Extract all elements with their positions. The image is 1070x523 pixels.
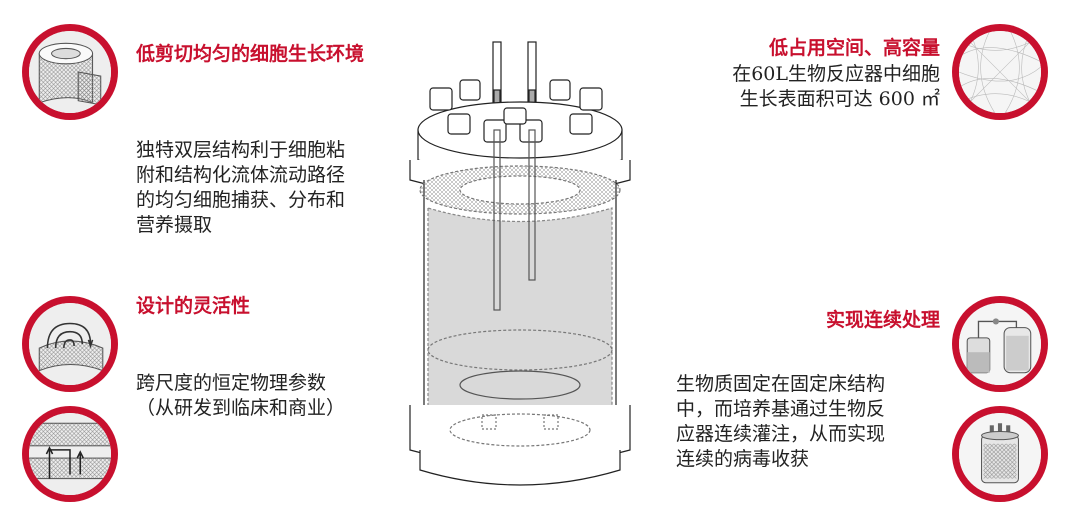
desc-line: 跨尺度的恒定物理参数 [136,372,327,394]
desc-line: 营养摄取 [136,214,213,236]
cross-section-disc [22,406,118,502]
desc-line: 生物质固定在固定床结构 [676,373,886,395]
fiber-texture-icon [959,31,1041,113]
mesh-roll-icon [29,31,111,113]
bioreactor-diagram [409,41,631,486]
feature-title-continuous: 实现连续处理 [825,309,940,331]
cross-section-icon [29,413,111,495]
desc-line: 中，而培养基通过生物反 [676,398,886,420]
desc-line: 连续的病毒收获 [676,448,810,470]
feature-title-shear: 低剪切均匀的细胞生长环境 [136,43,365,65]
fiber-texture-disc [952,24,1048,120]
feature-desc-space: 在60L生物反应器中细胞 生长表面积可达 600 ㎡ [660,62,940,112]
desc-line: 的均匀细胞捕获、分布和 [136,189,346,211]
fixed-bed-icon [959,413,1041,495]
flow-spiral-icon [29,303,111,385]
desc-line: 独特双层结构利于细胞粘 [136,139,346,161]
process-setup-disc [952,296,1048,392]
feature-title-space: 低占用空间、高容量 [768,37,940,59]
lid-ports [429,79,603,143]
feature-title-design: 设计的灵活性 [136,295,251,317]
desc-line: （从研发到临床和商业） [136,397,346,419]
desc-line: 应器连续灌注，从而实现 [676,423,886,445]
feature-desc-design: 跨尺度的恒定物理参数 （从研发到临床和商业） [136,371,398,421]
flow-path-disc [22,296,118,392]
desc-line: 在60L生物反应器中细胞 [732,63,940,85]
fixed-bed-disc [952,406,1048,502]
feature-desc-shear: 独特双层结构利于细胞粘 附和结构化流体流动路径 的均匀细胞捕获、分布和 营养摄取 [136,138,398,238]
mesh-roll-disc [22,24,118,120]
desc-line: 附和结构化流体流动路径 [136,164,346,186]
process-setup-icon [959,303,1041,385]
feature-desc-continuous: 生物质固定在固定床结构 中，而培养基通过生物反 应器连续灌注，从而实现 连续的病… [676,372,942,472]
desc-line: 生长表面积可达 600 ㎡ [739,88,940,110]
